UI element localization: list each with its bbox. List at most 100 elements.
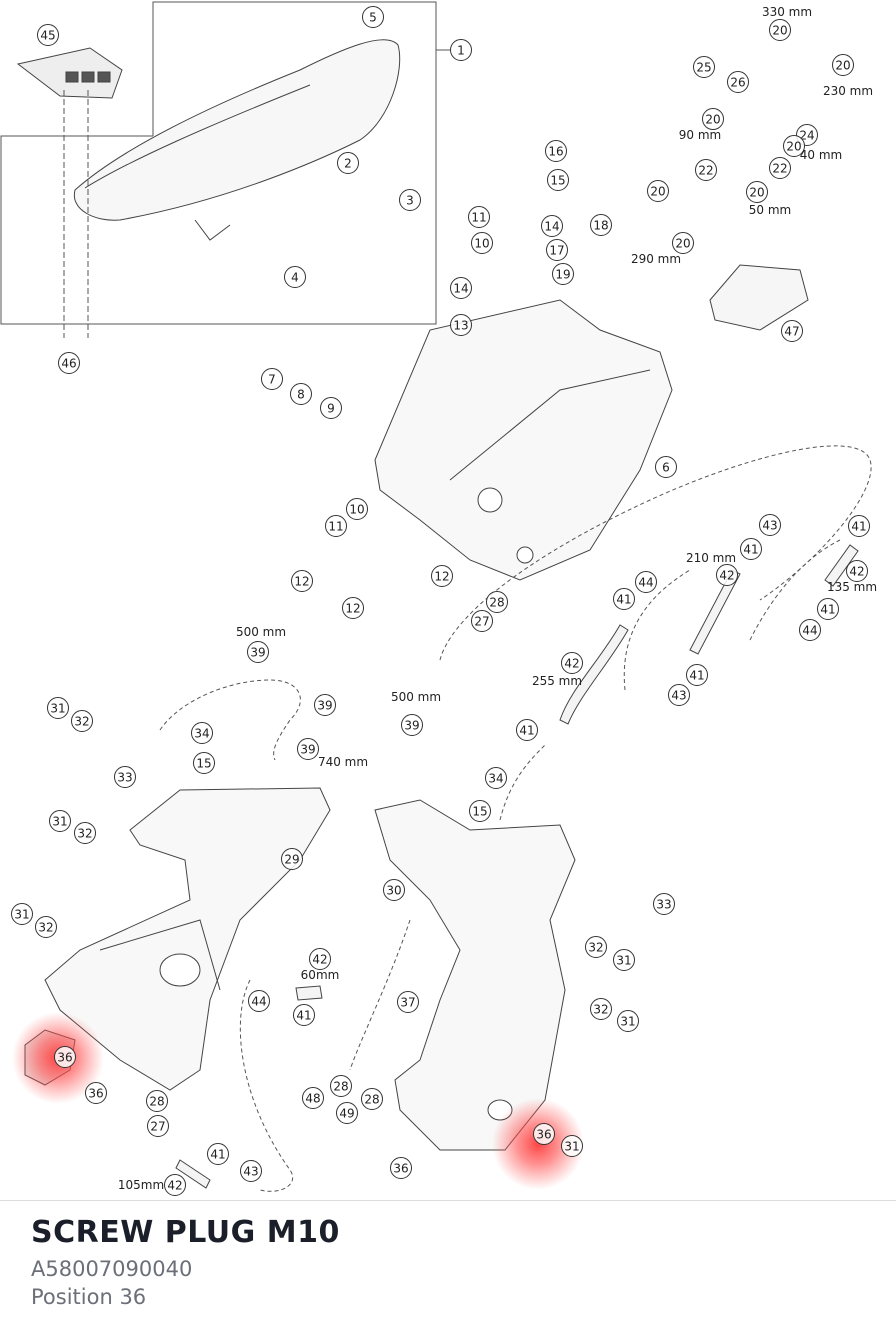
callout-31[interactable]: 31 [561,1135,583,1157]
callout-49[interactable]: 49 [336,1102,358,1124]
callout-circle [309,948,331,970]
callout-20[interactable]: 20 [746,181,768,203]
callout-11[interactable]: 11 [468,206,490,228]
callout-42[interactable]: 42 [164,1174,186,1196]
callout-circle [11,903,33,925]
callout-28[interactable]: 28 [330,1075,352,1097]
callout-28[interactable]: 28 [361,1088,383,1110]
callout-43[interactable]: 43 [759,514,781,536]
callout-19[interactable]: 19 [552,263,574,285]
callout-34[interactable]: 34 [191,722,213,744]
callout-20[interactable]: 20 [783,135,805,157]
callout-14[interactable]: 14 [450,277,472,299]
callout-33[interactable]: 33 [653,893,675,915]
callout-41[interactable]: 41 [207,1143,229,1165]
callout-12[interactable]: 12 [342,597,364,619]
callout-20[interactable]: 20 [832,54,854,76]
callout-44[interactable]: 44 [635,571,657,593]
callout-43[interactable]: 43 [668,684,690,706]
callout-37[interactable]: 37 [397,991,419,1013]
callout-17[interactable]: 17 [546,239,568,261]
callout-33[interactable]: 33 [114,766,136,788]
callout-41[interactable]: 41 [293,1004,315,1026]
callout-31[interactable]: 31 [11,903,33,925]
callout-32[interactable]: 32 [35,916,57,938]
callout-16[interactable]: 16 [545,140,567,162]
callout-36[interactable]: 36 [54,1046,76,1068]
callout-12[interactable]: 12 [291,570,313,592]
callout-39[interactable]: 39 [247,641,269,663]
callout-1[interactable]: 1 [450,39,472,61]
callout-48[interactable]: 48 [302,1087,324,1109]
callout-34[interactable]: 34 [485,767,507,789]
callout-4[interactable]: 4 [284,266,306,288]
callout-22[interactable]: 22 [769,157,791,179]
callout-20[interactable]: 20 [647,180,669,202]
callout-10[interactable]: 10 [346,498,368,520]
callout-15[interactable]: 15 [193,752,215,774]
callout-31[interactable]: 31 [49,810,71,832]
callout-43[interactable]: 43 [240,1160,262,1182]
callout-32[interactable]: 32 [71,710,93,732]
callout-3[interactable]: 3 [399,189,421,211]
callout-41[interactable]: 41 [817,598,839,620]
callout-30[interactable]: 30 [383,879,405,901]
callout-8[interactable]: 8 [290,383,312,405]
callout-15[interactable]: 15 [469,800,491,822]
callout-41[interactable]: 41 [516,719,538,741]
callout-31[interactable]: 31 [617,1010,639,1032]
callout-36[interactable]: 36 [533,1123,555,1145]
callout-6[interactable]: 6 [655,456,677,478]
callout-10[interactable]: 10 [471,232,493,254]
callout-20[interactable]: 20 [769,19,791,41]
callout-41[interactable]: 41 [613,588,635,610]
callout-47[interactable]: 47 [781,320,803,342]
callout-circle [590,214,612,236]
callout-2[interactable]: 2 [337,152,359,174]
callout-32[interactable]: 32 [585,936,607,958]
callout-31[interactable]: 31 [47,697,69,719]
callout-18[interactable]: 18 [590,214,612,236]
callout-7[interactable]: 7 [261,368,283,390]
callout-5[interactable]: 5 [362,6,384,28]
callout-13[interactable]: 13 [450,314,472,336]
callout-20[interactable]: 20 [702,108,724,130]
callout-36[interactable]: 36 [85,1082,107,1104]
callout-28[interactable]: 28 [146,1090,168,1112]
callout-27[interactable]: 27 [471,610,493,632]
callout-41[interactable]: 41 [686,664,708,686]
callout-39[interactable]: 39 [297,738,319,760]
callout-11[interactable]: 11 [325,515,347,537]
callout-22[interactable]: 22 [695,159,717,181]
callout-42[interactable]: 42 [309,948,331,970]
callout-9[interactable]: 9 [320,397,342,419]
callout-29[interactable]: 29 [281,848,303,870]
callout-41[interactable]: 41 [848,515,870,537]
callout-31[interactable]: 31 [613,949,635,971]
callout-20[interactable]: 20 [672,232,694,254]
callout-number: 31 [52,815,67,829]
callout-number: 11 [471,211,486,225]
callout-26[interactable]: 26 [727,71,749,93]
callout-45[interactable]: 45 [37,24,59,46]
callout-32[interactable]: 32 [74,822,96,844]
callout-42[interactable]: 42 [716,564,738,586]
callout-39[interactable]: 39 [314,694,336,716]
callout-36[interactable]: 36 [390,1157,412,1179]
callout-12[interactable]: 12 [431,565,453,587]
callout-44[interactable]: 44 [799,619,821,641]
callout-46[interactable]: 46 [58,352,80,374]
callout-14[interactable]: 14 [541,215,563,237]
callout-44[interactable]: 44 [248,990,270,1012]
callout-28[interactable]: 28 [486,591,508,613]
callout-number: 36 [393,1162,408,1176]
callout-32[interactable]: 32 [590,998,612,1020]
callout-15[interactable]: 15 [547,169,569,191]
callout-42[interactable]: 42 [846,560,868,582]
callout-42[interactable]: 42 [561,652,583,674]
callout-41[interactable]: 41 [740,538,762,560]
callout-39[interactable]: 39 [401,714,423,736]
callout-25[interactable]: 25 [693,56,715,78]
callout-27[interactable]: 27 [147,1115,169,1137]
